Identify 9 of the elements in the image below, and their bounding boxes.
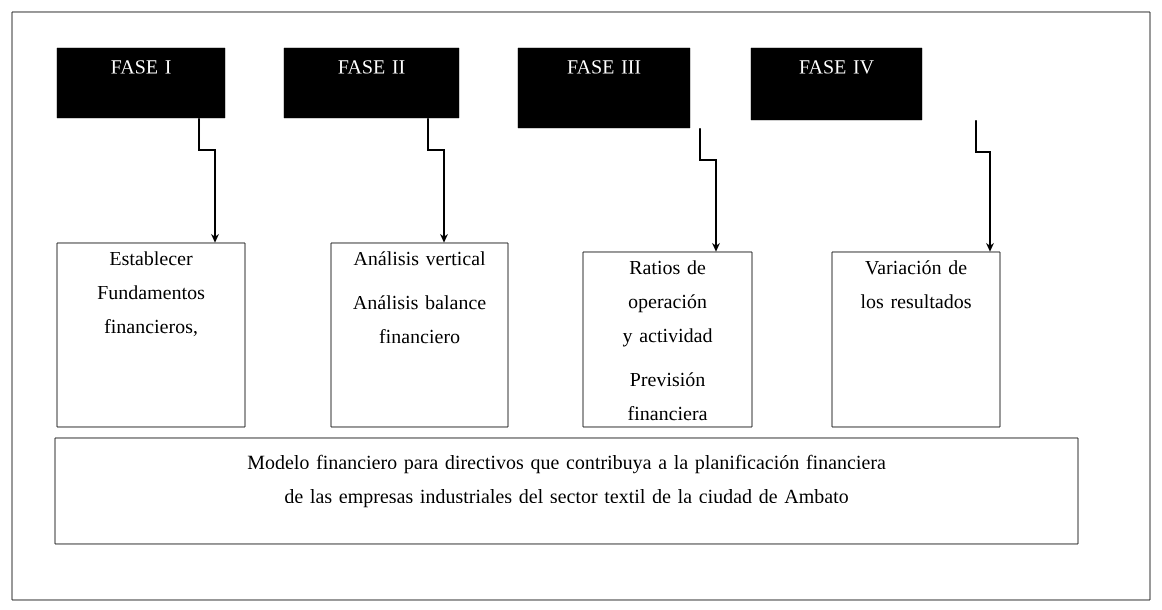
step-box: Variación de los resultados: [831, 251, 1001, 428]
step-box: Ratios de operación y actividad Previsión financiera: [582, 251, 753, 428]
phase-box: FASE II: [283, 47, 460, 119]
step-box: Modelo financiero para directivos que contribuya a la planificación financiera de las empresas industriales del sector textil de la ciudad de Ambato: [54, 437, 1079, 545]
phase-box: FASE I: [56, 47, 226, 119]
step-box: Establecer Fundamentos financieros,: [56, 242, 246, 428]
phase-box: FASE IV: [750, 47, 923, 121]
step-box: Análisis vertical Análisis balance financiero: [330, 242, 509, 428]
phase-box: FASE III: [517, 47, 691, 129]
